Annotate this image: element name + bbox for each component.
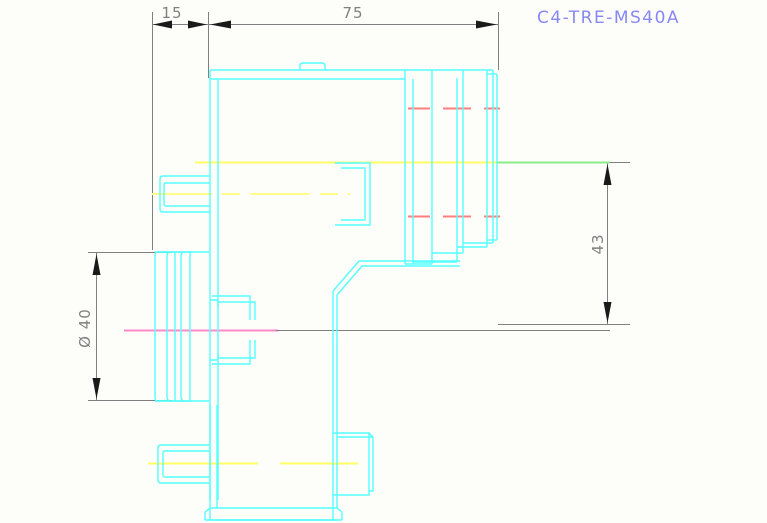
- top-tab: [299, 62, 326, 70]
- dimension-arrowheads-group: [92, 20, 612, 399]
- left-boss-lower: [157, 444, 209, 484]
- part-geometry-group: [154, 62, 498, 521]
- flange-slot-2: [180, 251, 191, 402]
- flange-outer-left: [154, 251, 192, 402]
- center-notch-upper-outline: [212, 295, 251, 320]
- center-boss: [335, 162, 371, 226]
- dimension-label-75: 75: [342, 4, 363, 22]
- center-notch-lower-outline: [212, 340, 251, 365]
- dimension-label-15: 15: [161, 4, 182, 22]
- chamfer-diagonal-outer: [332, 260, 460, 292]
- flange-slot-1: [166, 251, 176, 402]
- left-boss-upper: [159, 175, 210, 213]
- arrow-43-bottom: [603, 302, 612, 323]
- arrow-75-left: [210, 20, 231, 29]
- right-boss-lower: [333, 432, 374, 496]
- arrow-15-left: [153, 20, 172, 29]
- dimension-label-diameter-40: Ø 40: [76, 308, 94, 348]
- chamfer-diagonal-inner: [336, 265, 460, 296]
- center-notch-lower: [210, 340, 256, 361]
- arrow-15-right: [188, 20, 207, 29]
- dimension-label-43: 43: [589, 233, 607, 254]
- bottom-flange-right-edge: [336, 507, 343, 520]
- arrow-d40-top: [92, 254, 101, 275]
- centerlines-group: [124, 107, 610, 465]
- arrow-d40-bottom: [92, 378, 101, 399]
- drawing-title: C4-TRE-MS40A: [537, 8, 680, 28]
- arrow-75-right: [476, 20, 497, 29]
- bottom-flange-left-edge: [204, 507, 211, 520]
- center-notch-upper: [210, 299, 256, 320]
- arrow-43-top: [603, 164, 612, 185]
